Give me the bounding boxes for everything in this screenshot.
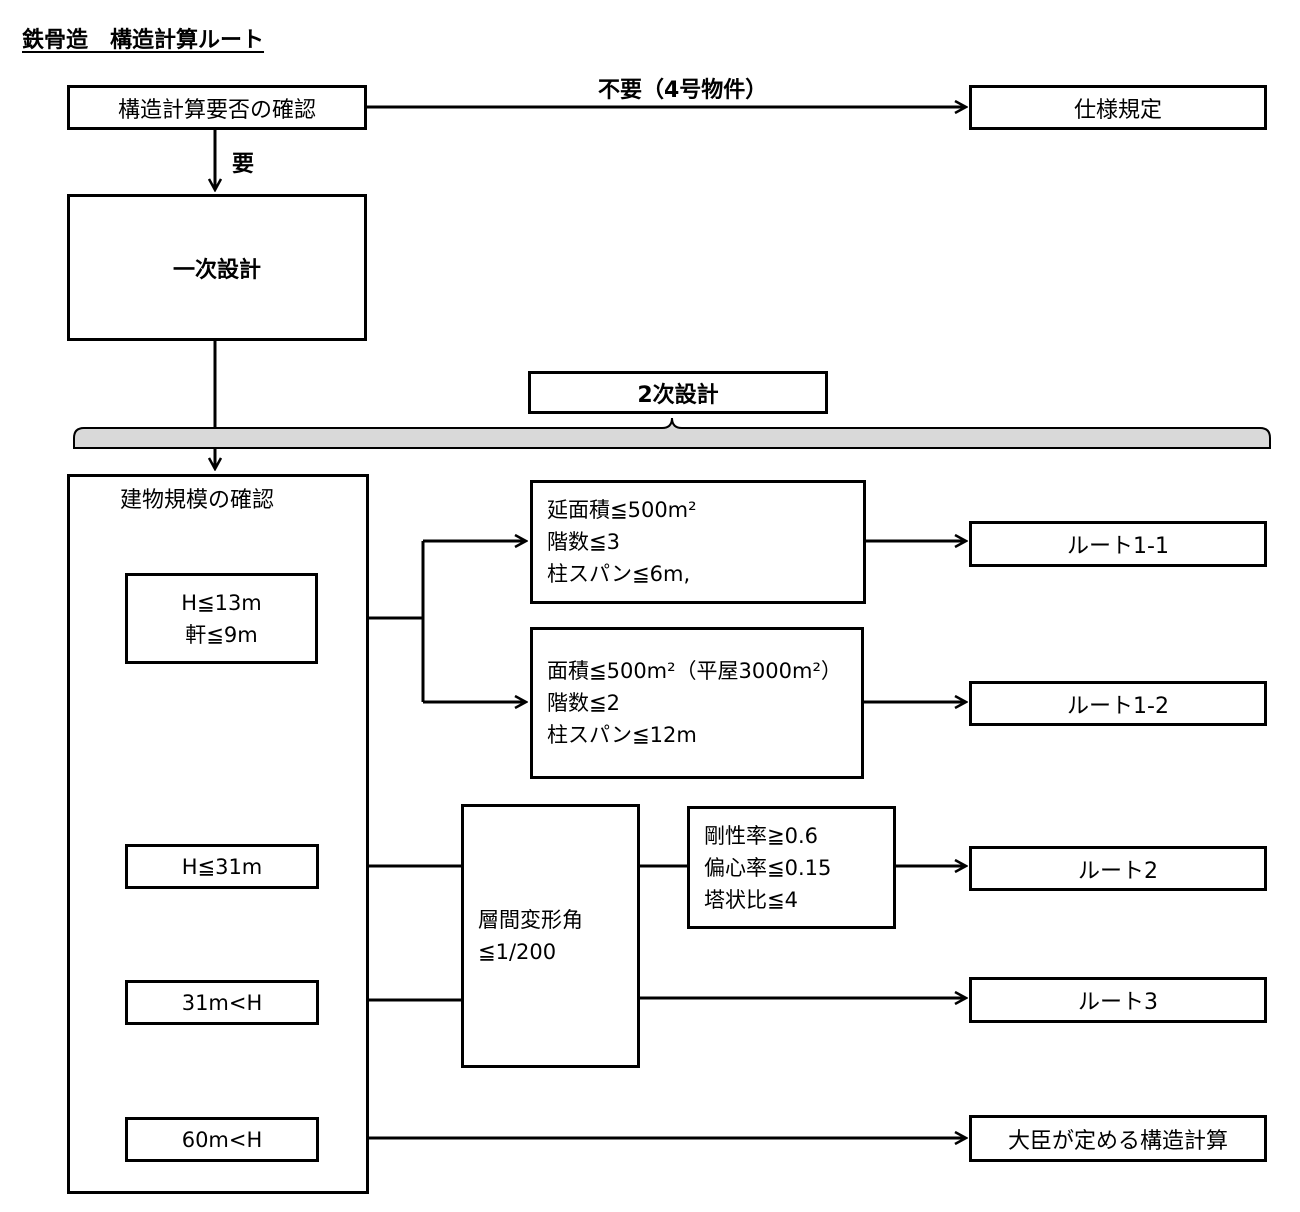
h13-line-2: 軒≦9m [185,622,258,647]
cond12-line-1: 面積≦500m²（平屋3000m²） [547,659,842,683]
h60plus-box: 60m<H [125,1117,319,1162]
page-title: 鉄骨造 構造計算ルート [22,28,265,53]
route3-box: ルート3 [969,977,1267,1023]
drift-line-1: 層間変形角 [478,908,583,932]
cond2-line-2: 偏心率≦0.15 [704,855,832,880]
route2-conditions: 剛性率≧0.6 偏心率≦0.15 塔状比≦4 [687,806,896,929]
route11-conditions: 延面積≦500m² 階数≦3 柱スパン≦6m, [530,480,866,604]
h13-box: H≦13m 軒≦9m [125,573,318,664]
route12-box: ルート1-2 [969,681,1267,726]
minister-box: 大臣が定める構造計算 [969,1115,1267,1162]
cond11-line-1: 延面積≦500m² [547,498,697,522]
scale-check-title: 建物規模の確認 [120,488,275,513]
secondary-design-box: 2次設計 [528,371,828,414]
primary-design-box: 一次設計 [67,194,367,341]
cond2-line-3: 塔状比≦4 [704,887,798,912]
spec-box: 仕様規定 [969,85,1267,130]
route12-conditions: 面積≦500m²（平屋3000m²） 階数≦2 柱スパン≦12m [530,627,864,779]
drift-box: 層間変形角 ≦1/200 [461,804,640,1068]
cond2-line-1: 剛性率≧0.6 [704,823,818,848]
secondary-bracket [73,417,1271,449]
edge-label-not-needed: 不要（4号物件） [598,78,768,103]
cond12-line-3: 柱スパン≦12m [547,723,697,747]
edge-label-needed: 要 [232,152,255,177]
route2-box: ルート2 [969,846,1267,891]
check-need-box: 構造計算要否の確認 [67,85,367,130]
cond11-line-3: 柱スパン≦6m, [547,562,691,586]
h13-line-1: H≦13m [181,590,262,615]
route11-box: ルート1-1 [969,521,1267,567]
drift-line-2: ≦1/200 [478,940,557,964]
h31plus-box: 31m<H [125,980,319,1025]
h31-box: H≦31m [125,844,319,889]
cond11-line-2: 階数≦3 [547,530,620,554]
cond12-line-2: 階数≦2 [547,691,620,715]
